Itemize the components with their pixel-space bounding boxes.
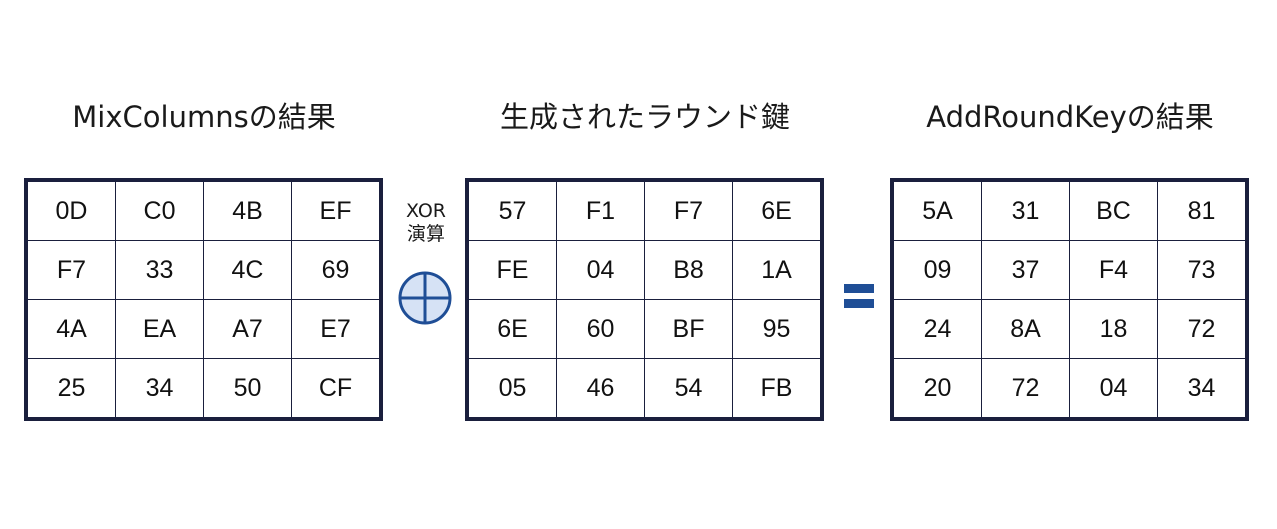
xor-label: XOR 演算 <box>396 200 456 246</box>
matrix-cell: 0D <box>27 181 116 241</box>
round-key-title: 生成されたラウンド鍵 <box>499 100 790 134</box>
mixcolumns-title: MixColumnsの結果 <box>72 100 336 134</box>
matrix-row: 05 46 54 FB <box>468 358 821 418</box>
matrix-cell: FB <box>732 358 821 418</box>
matrix-cell: BF <box>644 299 733 359</box>
matrix-cell: 09 <box>893 240 982 300</box>
matrix-cell: 37 <box>981 240 1070 300</box>
matrix-row: 25 34 50 CF <box>27 358 380 418</box>
matrix-row: 57 F1 F7 6E <box>468 181 821 241</box>
matrix-cell: B8 <box>644 240 733 300</box>
matrix-row: F7 33 4C 69 <box>27 240 380 300</box>
matrix-cell: 73 <box>1157 240 1246 300</box>
matrix-cell: 72 <box>1157 299 1246 359</box>
equals-icon <box>844 284 874 314</box>
round-key-matrix: 57 F1 F7 6E FE 04 B8 1A 6E 60 BF 95 05 4… <box>465 178 824 421</box>
matrix-cell: BC <box>1069 181 1158 241</box>
matrix-cell: 1A <box>732 240 821 300</box>
matrix-cell: 6E <box>732 181 821 241</box>
xor-label-line2: 演算 <box>406 223 445 245</box>
matrix-cell: 50 <box>203 358 292 418</box>
matrix-cell: 31 <box>981 181 1070 241</box>
matrix-row: 4A EA A7 E7 <box>27 299 380 359</box>
matrix-cell: 4B <box>203 181 292 241</box>
matrix-row: 24 8A 18 72 <box>893 299 1246 359</box>
matrix-cell: 5A <box>893 181 982 241</box>
matrix-cell: 8A <box>981 299 1070 359</box>
matrix-cell: 46 <box>556 358 645 418</box>
matrix-row: FE 04 B8 1A <box>468 240 821 300</box>
matrix-cell: 04 <box>556 240 645 300</box>
matrix-row: 5A 31 BC 81 <box>893 181 1246 241</box>
matrix-cell: 4A <box>27 299 116 359</box>
matrix-cell: 72 <box>981 358 1070 418</box>
matrix-cell: E7 <box>291 299 380 359</box>
matrix-cell: 57 <box>468 181 557 241</box>
matrix-cell: 34 <box>115 358 204 418</box>
matrix-row: 09 37 F4 73 <box>893 240 1246 300</box>
xor-label-line1: XOR <box>406 200 446 222</box>
matrix-cell: F7 <box>644 181 733 241</box>
matrix-cell: 24 <box>893 299 982 359</box>
mixcolumns-matrix: 0D C0 4B EF F7 33 4C 69 4A EA A7 E7 25 3… <box>24 178 383 421</box>
matrix-cell: 05 <box>468 358 557 418</box>
matrix-cell: 69 <box>291 240 380 300</box>
matrix-cell: C0 <box>115 181 204 241</box>
matrix-cell: EF <box>291 181 380 241</box>
xor-circled-plus-icon <box>398 271 452 325</box>
addroundkey-title: AddRoundKeyの結果 <box>926 100 1214 134</box>
matrix-row: 0D C0 4B EF <box>27 181 380 241</box>
matrix-cell: 95 <box>732 299 821 359</box>
addroundkey-matrix: 5A 31 BC 81 09 37 F4 73 24 8A 18 72 20 7… <box>890 178 1249 421</box>
matrix-cell: F4 <box>1069 240 1158 300</box>
matrix-cell: 54 <box>644 358 733 418</box>
matrix-cell: A7 <box>203 299 292 359</box>
matrix-cell: 4C <box>203 240 292 300</box>
matrix-cell: 81 <box>1157 181 1246 241</box>
matrix-cell: FE <box>468 240 557 300</box>
matrix-cell: 20 <box>893 358 982 418</box>
matrix-cell: 18 <box>1069 299 1158 359</box>
matrix-cell: F7 <box>27 240 116 300</box>
equals-bar-top <box>844 284 874 293</box>
matrix-cell: EA <box>115 299 204 359</box>
matrix-row: 20 72 04 34 <box>893 358 1246 418</box>
matrix-cell: 25 <box>27 358 116 418</box>
equals-bar-bottom <box>844 299 874 308</box>
matrix-row: 6E 60 BF 95 <box>468 299 821 359</box>
matrix-cell: 60 <box>556 299 645 359</box>
matrix-cell: 33 <box>115 240 204 300</box>
matrix-cell: F1 <box>556 181 645 241</box>
matrix-cell: CF <box>291 358 380 418</box>
matrix-cell: 34 <box>1157 358 1246 418</box>
matrix-cell: 6E <box>468 299 557 359</box>
matrix-cell: 04 <box>1069 358 1158 418</box>
